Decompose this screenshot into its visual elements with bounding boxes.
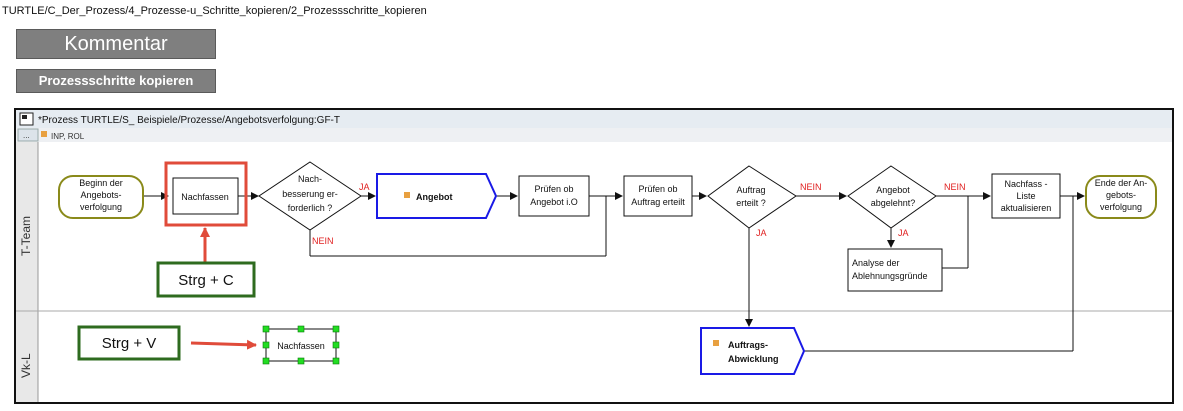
activity-analyse[interactable]	[847, 248, 943, 292]
nachfass-liste-label-1: Nachfass -	[1004, 179, 1047, 189]
analyse-label-2: Ablehnungsgründe	[852, 271, 928, 281]
edge-label-nein-3: NEIN	[944, 182, 966, 192]
activity-pruefen-angebot[interactable]	[518, 175, 590, 217]
window-title: *Prozess TURTLE/S_ Beispiele/Prozesse/An…	[38, 115, 340, 126]
decision-auftrag-erteilt[interactable]	[707, 165, 797, 229]
process-editor-window: *Prozess TURTLE/S_ Beispiele/Prozesse/An…	[14, 108, 1174, 404]
decision2-label-2: erteilt ?	[736, 198, 766, 208]
start-terminal[interactable]	[58, 175, 144, 219]
end-label-3: verfolgung	[1100, 202, 1142, 212]
lane-label-vk-l: Vk-L	[19, 353, 33, 378]
window-icon-detail	[22, 115, 27, 119]
callout-paste-label: Strg + V	[102, 335, 157, 352]
callout-copy-label: Strg + C	[178, 272, 234, 289]
start-label-1: Beginn der	[79, 178, 123, 188]
connectors	[143, 192, 1085, 352]
decision1-label-2: besserung er-	[282, 189, 338, 199]
start-label-3: verfolgung	[80, 202, 122, 212]
edge-label-nein-1: NEIN	[312, 236, 334, 246]
toolbar-marker-icon	[41, 131, 47, 137]
angebot-marker-icon	[404, 192, 410, 198]
decision1-label-1: Nach-	[298, 174, 322, 184]
end-label-2: gebots-	[1106, 190, 1136, 200]
decision1-label-3: forderlich ?	[288, 203, 333, 213]
toolbar-label: INP, ROL	[51, 132, 85, 141]
title-bar	[16, 110, 1172, 128]
abwicklung-label-2: Abwicklung	[728, 354, 779, 364]
abwicklung-marker-icon	[713, 340, 719, 346]
nachfass-liste-label-2: Liste	[1016, 191, 1035, 201]
kommentar-button[interactable]: Kommentar	[16, 29, 216, 59]
subprocess-angebot[interactable]	[376, 173, 498, 219]
edge-label-ja-2: JA	[756, 228, 767, 238]
lane-header-strip	[16, 142, 38, 402]
lane-label-t-team: T-Team	[19, 216, 33, 256]
start-label-2: Angebots-	[80, 190, 121, 200]
paste-arrow	[190, 339, 257, 350]
callout-paste	[77, 325, 181, 361]
end-terminal[interactable]	[1085, 175, 1157, 219]
end-label-1: Ende der An-	[1095, 178, 1148, 188]
activity-nachfassen[interactable]	[172, 177, 239, 215]
edge-label-ja-3: JA	[898, 228, 909, 238]
decision3-label-2: abgelehnt?	[871, 198, 916, 208]
decision2-label-1: Auftrag	[736, 185, 765, 195]
toolbar-button[interactable]	[17, 128, 39, 142]
activity-pruefen-auftrag[interactable]	[623, 175, 693, 217]
prozessschritte-kopieren-button[interactable]: Prozessschritte kopieren	[16, 69, 216, 93]
pruefen1-label-1: Prüfen ob	[534, 184, 573, 194]
edge-label-nein-2: NEIN	[800, 182, 822, 192]
pruefen1-label-2: Angebot i.O	[530, 197, 578, 207]
callout-copy	[156, 261, 256, 298]
subprocess-auftrags-abwicklung[interactable]	[700, 327, 806, 375]
decision-angebot-abgelehnt[interactable]	[847, 165, 937, 229]
nachfass-liste-label-3: aktualisieren	[1001, 203, 1052, 213]
toolbar-button-label: ...	[23, 131, 30, 140]
abwicklung-label-1: Auftrags-	[728, 340, 768, 350]
pruefen2-label-2: Auftrag erteilt	[631, 197, 685, 207]
process-diagram: *Prozess TURTLE/S_ Beispiele/Prozesse/An…	[16, 110, 1172, 402]
subprocess-angebot-label: Angebot	[416, 192, 453, 202]
edge-label-ja-1: JA	[359, 182, 370, 192]
toolbar	[16, 128, 1172, 142]
activity-nachfassen-label: Nachfassen	[181, 192, 229, 202]
copy-highlight-frame	[164, 161, 248, 227]
breadcrumb: TURTLE/C_Der_Prozess/4_Prozesse-u_Schrit…	[2, 5, 427, 17]
pruefen2-label-1: Prüfen ob	[638, 184, 677, 194]
analyse-label-1: Analyse der	[852, 258, 900, 268]
decision3-label-1: Angebot	[876, 185, 910, 195]
activity-nachfass-liste[interactable]	[991, 173, 1061, 219]
selection-handles[interactable]	[262, 325, 340, 365]
decision-nachbesserung[interactable]	[258, 161, 362, 231]
pasted-activity-label: Nachfassen	[277, 341, 325, 351]
